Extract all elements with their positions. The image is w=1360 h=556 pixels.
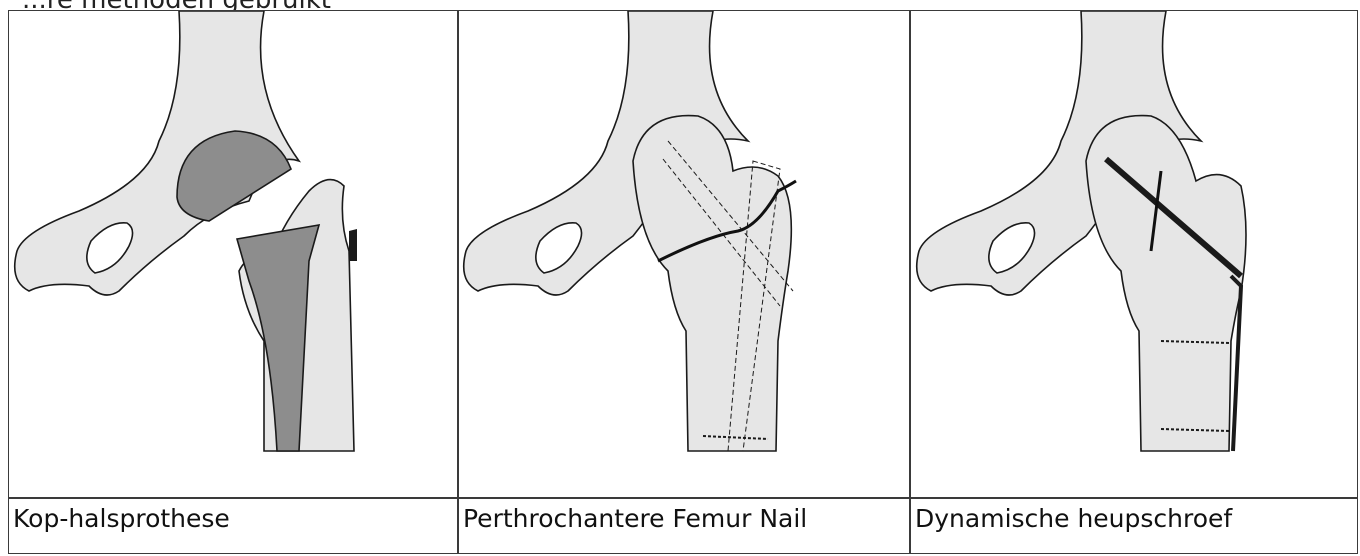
panel-dynamic-hip-screw — [911, 11, 1357, 497]
illustration-table: Kop-halsprothese Perthrochantere Femur N… — [8, 10, 1358, 554]
panel-label: Dynamische heupschroef — [911, 499, 1357, 539]
hip-prosthesis-illustration — [9, 11, 457, 497]
panel-femur-nail — [458, 11, 909, 497]
dynamic-hip-screw-illustration — [911, 11, 1357, 497]
panel-hip-prosthesis — [9, 11, 457, 497]
panel-label: Perthrochantere Femur Nail — [459, 499, 909, 539]
panel-label: Kop-halsprothese — [9, 499, 457, 539]
femur-nail-illustration — [458, 11, 909, 497]
